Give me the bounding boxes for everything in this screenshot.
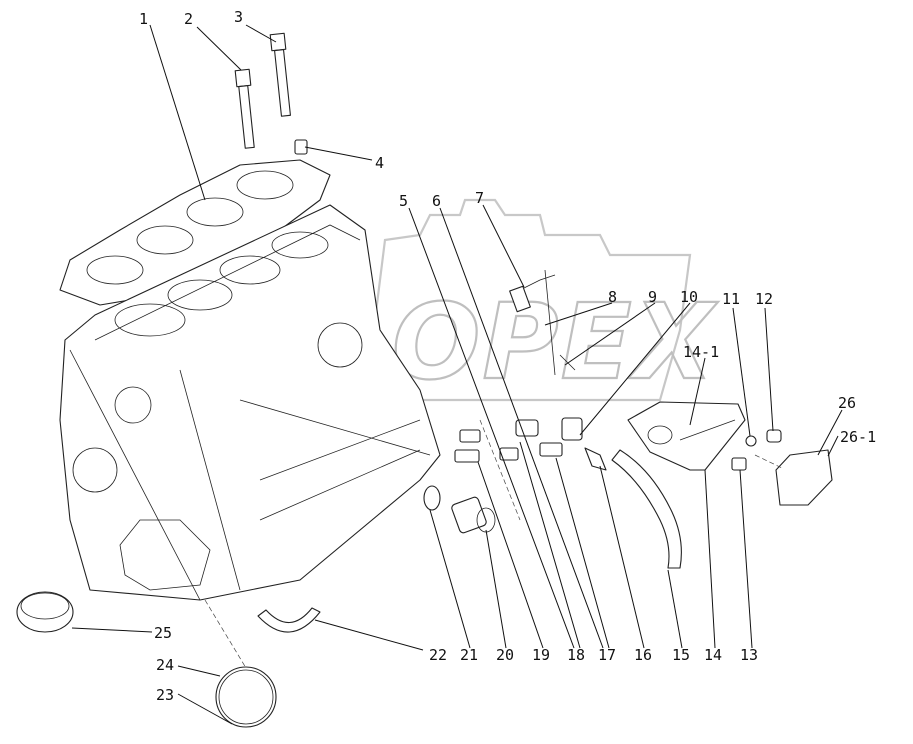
oil-pipe	[611, 449, 682, 569]
callout-6: 6	[432, 192, 441, 210]
callout-24: 24	[156, 656, 174, 674]
callout-4: 4	[375, 154, 384, 172]
callout-19: 19	[532, 646, 550, 664]
callout-15: 15	[672, 646, 690, 664]
callout-23: 23	[156, 686, 174, 704]
callout-21: 21	[460, 646, 478, 664]
bracket	[627, 401, 746, 471]
callout-13: 13	[740, 646, 758, 664]
head-bolt-short	[269, 32, 291, 117]
fittings-group	[454, 417, 607, 471]
oil-filter-plug	[451, 496, 496, 534]
watermark-text: OPEX	[392, 281, 719, 403]
callout-20: 20	[496, 646, 514, 664]
watermark-logo: OPEX	[368, 198, 719, 404]
thrust-washer	[215, 666, 277, 728]
callout-8: 8	[608, 288, 617, 306]
callout-26-1: 26-1	[840, 428, 876, 446]
callout-1: 1	[139, 10, 148, 28]
callout-18: 18	[567, 646, 585, 664]
callout-10: 10	[680, 288, 698, 306]
leader-lines	[71, 24, 843, 725]
callout-5: 5	[399, 192, 408, 210]
side-cover	[754, 449, 833, 506]
callout-17: 17	[598, 646, 616, 664]
callout-22: 22	[429, 646, 447, 664]
callout-9: 9	[648, 288, 657, 306]
callout-14: 14	[704, 646, 722, 664]
callout-16: 16	[634, 646, 652, 664]
cylinder-block	[59, 204, 441, 601]
callout-26: 26	[838, 394, 856, 412]
callout-labels: 1 2 3 4 5 6 7 8 9 10 11 12 13 14 14-1 15…	[139, 8, 876, 704]
camshaft-bushing	[16, 591, 74, 633]
callout-14-1: 14-1	[683, 343, 719, 361]
main-bearing-shell	[257, 607, 321, 633]
callout-7: 7	[475, 189, 484, 207]
nut-large	[766, 429, 782, 443]
callout-12: 12	[755, 290, 773, 308]
callout-25: 25	[154, 624, 172, 642]
callout-11: 11	[722, 290, 740, 308]
callout-3: 3	[234, 8, 243, 26]
callout-2: 2	[184, 10, 193, 28]
bracket-bolt	[731, 457, 747, 471]
head-bolt-long	[234, 68, 255, 149]
nut-small	[745, 435, 757, 447]
dipstick-assembly	[509, 269, 576, 376]
o-ring-seal	[423, 485, 441, 511]
